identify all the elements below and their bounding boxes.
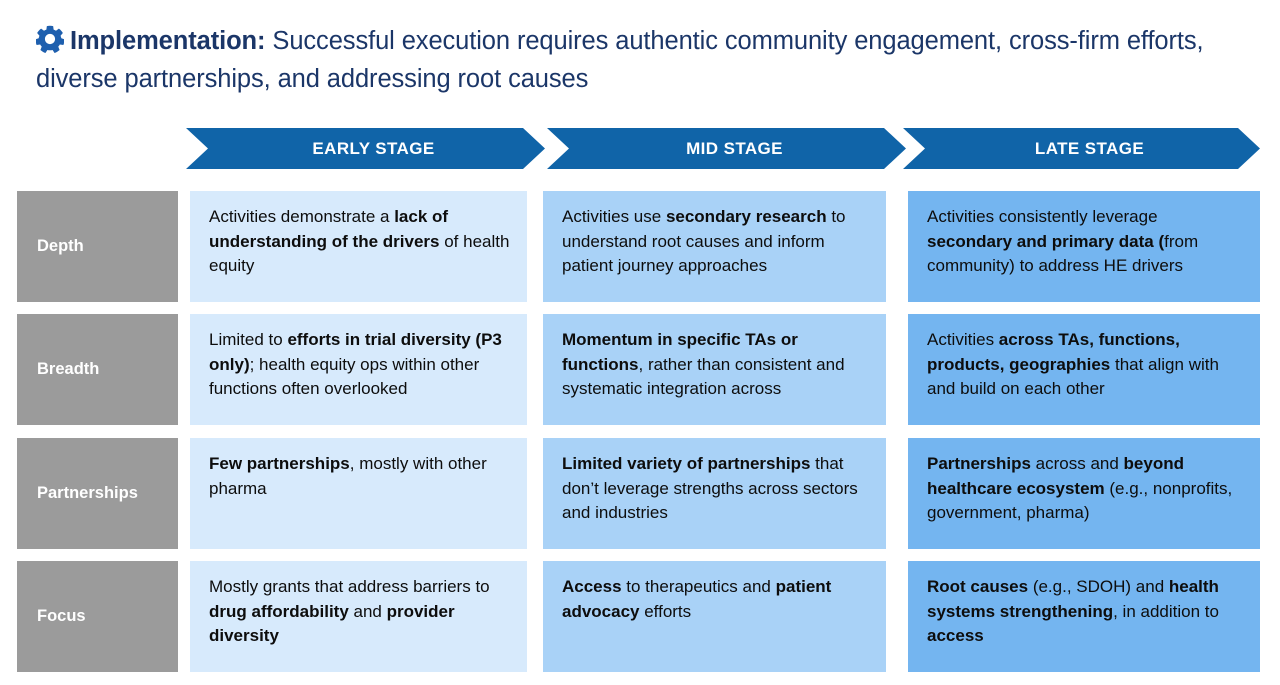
cell-text: ; health equity ops within other functio…: [209, 354, 480, 399]
title-text: Implementation: Successful execution req…: [35, 24, 1251, 96]
matrix-cell: Few partnerships, mostly with other phar…: [190, 438, 527, 549]
stage-header: EARLY STAGE MID STAGE LATE STAGE: [0, 128, 1280, 169]
stage-arrow-mid[interactable]: MID STAGE: [547, 128, 906, 169]
cell-text-bold: Root causes: [927, 577, 1029, 596]
matrix-cell: Activities use secondary research to und…: [543, 191, 886, 302]
row-label-focus: Focus: [17, 561, 178, 672]
stage-arrow-late[interactable]: LATE STAGE: [903, 128, 1260, 169]
cell-text-bold: Momentum in specific TAs or functions: [562, 330, 798, 374]
stage-label-late: LATE STAGE: [1034, 138, 1145, 158]
cell-text-bold: efforts in trial diversity (P3 only): [209, 330, 502, 374]
cell-text-bold: beyond healthcare ecosystem: [927, 454, 1184, 498]
matrix-cell: Partnerships across and beyond healthcar…: [908, 438, 1260, 549]
matrix-cell: Activities across TAs, functions, produc…: [908, 314, 1260, 425]
cell-text: of health equity: [209, 231, 510, 276]
stage-label-mid: MID STAGE: [686, 138, 783, 158]
cell-text-bold: secondary and primary data (: [927, 231, 1165, 251]
matrix-cell: Root causes (e.g., SDOH) and health syst…: [908, 561, 1260, 672]
cell-text-bold: access: [927, 626, 984, 646]
cell-text: (e.g., SDOH) and: [1028, 577, 1169, 596]
cell-text-bold: health systems strengthening: [927, 577, 1219, 621]
title-rest: Successful execution requires authentic …: [36, 27, 1204, 93]
cell-text-bold: lack of understanding of the drivers: [209, 207, 449, 251]
cell-text: Activities: [927, 330, 999, 349]
gear-icon: [35, 25, 65, 62]
matrix-cell: Mostly grants that address barriers to d…: [190, 561, 527, 672]
cell-text: to therapeutics and: [621, 577, 776, 596]
matrix-cell: Limited to efforts in trial diversity (P…: [190, 314, 527, 425]
matrix-cell: Momentum in specific TAs or functions, r…: [543, 314, 886, 425]
stage-label-early: EARLY STAGE: [312, 138, 435, 158]
cell-text: , in addition to: [1113, 601, 1219, 621]
cell-text-bold: patient advocacy: [562, 577, 832, 621]
cell-text: Activities consistently leverage: [927, 207, 1158, 226]
cell-text-bold: Few partnerships: [209, 454, 350, 473]
cell-text-bold: secondary research: [665, 207, 827, 226]
stage-arrow-early[interactable]: EARLY STAGE: [186, 128, 545, 169]
cell-text: and: [348, 601, 387, 621]
cell-text: , mostly with other pharma: [209, 454, 487, 498]
cell-text: Mostly grants that address barriers to: [209, 577, 490, 596]
cell-text: Activities demonstrate a: [209, 207, 395, 226]
cell-text-bold: Access: [562, 577, 622, 596]
matrix-cell: Activities demonstrate a lack of underst…: [190, 191, 527, 302]
matrix-cell: Limited variety of partnerships that don…: [543, 438, 886, 549]
row-label-depth: Depth: [17, 191, 178, 302]
matrix-cell: Access to therapeutics and patient advoc…: [543, 561, 886, 672]
cell-text: that align with and build on each other: [927, 354, 1219, 399]
cell-text: across and: [1030, 454, 1124, 473]
page-title: Implementation: Successful execution req…: [35, 24, 1251, 96]
cell-text-bold: provider diversity: [209, 601, 455, 646]
cell-text: , rather than consistent and systematic …: [562, 354, 845, 399]
cell-text: from community) to address HE drivers: [927, 231, 1199, 276]
row-label-partnerships: Partnerships: [17, 438, 178, 549]
cell-text-bold: drug affordability: [209, 601, 349, 621]
cell-text: Limited to: [209, 330, 288, 349]
matrix-cell: Activities consistently leverage seconda…: [908, 191, 1260, 302]
cell-text-bold: Limited variety of partnerships: [562, 454, 811, 473]
title-emphasis: Implementation:: [70, 27, 266, 55]
cell-text: (e.g., nonprofits, government, pharma): [927, 478, 1233, 523]
cell-text: to understand root causes and inform pat…: [562, 207, 846, 276]
cell-text: Activities use: [562, 207, 666, 226]
cell-text-bold: across TAs, functions, products, geograp…: [927, 330, 1180, 374]
cell-text: that don’t leverage strengths across sec…: [562, 454, 858, 523]
row-label-breadth: Breadth: [17, 314, 178, 425]
cell-text-bold: Partnerships: [927, 454, 1031, 473]
cell-text: efforts: [639, 601, 692, 621]
